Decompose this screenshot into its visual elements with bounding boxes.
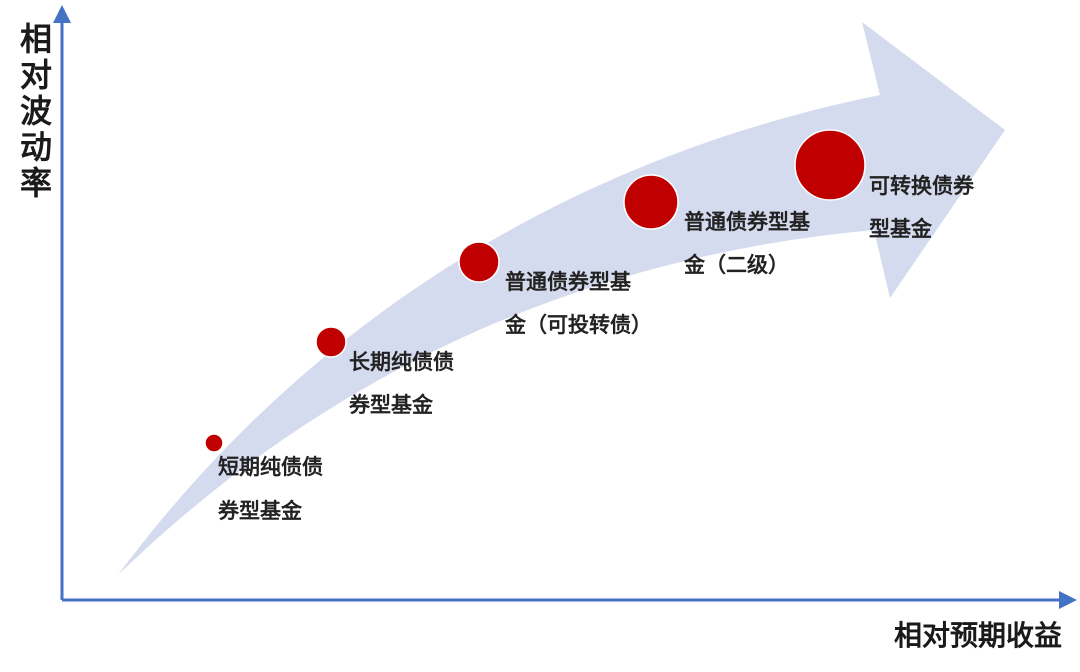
bubble-3-label-line1: 普通债券型基 — [505, 270, 632, 294]
bubble-2-label-line2: 券型基金 — [349, 393, 434, 417]
bubble-4-label-line2: 金（二级） — [683, 253, 789, 277]
bubble-2: 长期纯债债 券型基金 — [315, 326, 454, 417]
bubble-long-term-pure-bond — [315, 326, 347, 358]
y-axis-label-char: 波 — [20, 92, 52, 130]
bubble-3: 普通债券型基 金（可投转债） — [458, 241, 652, 337]
bubble-4-label-line1: 普通债券型基 — [684, 210, 811, 234]
y-axis-label-char: 对 — [20, 56, 52, 94]
bubble-2-label-line1: 长期纯债债 — [349, 350, 454, 374]
bubble-5-label-line1: 可转换债券 — [869, 174, 975, 198]
y-axis-label-char: 率 — [20, 164, 52, 202]
x-axis-label: 相对预期收益 — [894, 619, 1062, 652]
bubble-ordinary-bond-convertible — [458, 241, 500, 283]
bubble-5: 可转换债券 型基金 — [794, 129, 975, 241]
y-axis-label-char: 相 — [20, 20, 52, 58]
bubble-short-term-pure-bond — [204, 433, 224, 453]
bubble-1: 短期纯债债 券型基金 — [204, 433, 323, 523]
bubble-convertible-bond — [794, 129, 866, 201]
bubble-5-label-line2: 型基金 — [869, 217, 933, 241]
bubble-3-label-line2: 金（可投转债） — [504, 313, 652, 337]
bubble-4: 普通债券型基 金（二级） — [623, 174, 811, 277]
y-axis-label-char: 动 — [20, 128, 52, 166]
growth-arrow — [118, 22, 1005, 575]
bubble-1-label-line1: 短期纯债债 — [218, 455, 323, 479]
bubble-ordinary-bond-secondary — [623, 174, 679, 230]
bubble-1-label-line2: 券型基金 — [218, 499, 303, 523]
